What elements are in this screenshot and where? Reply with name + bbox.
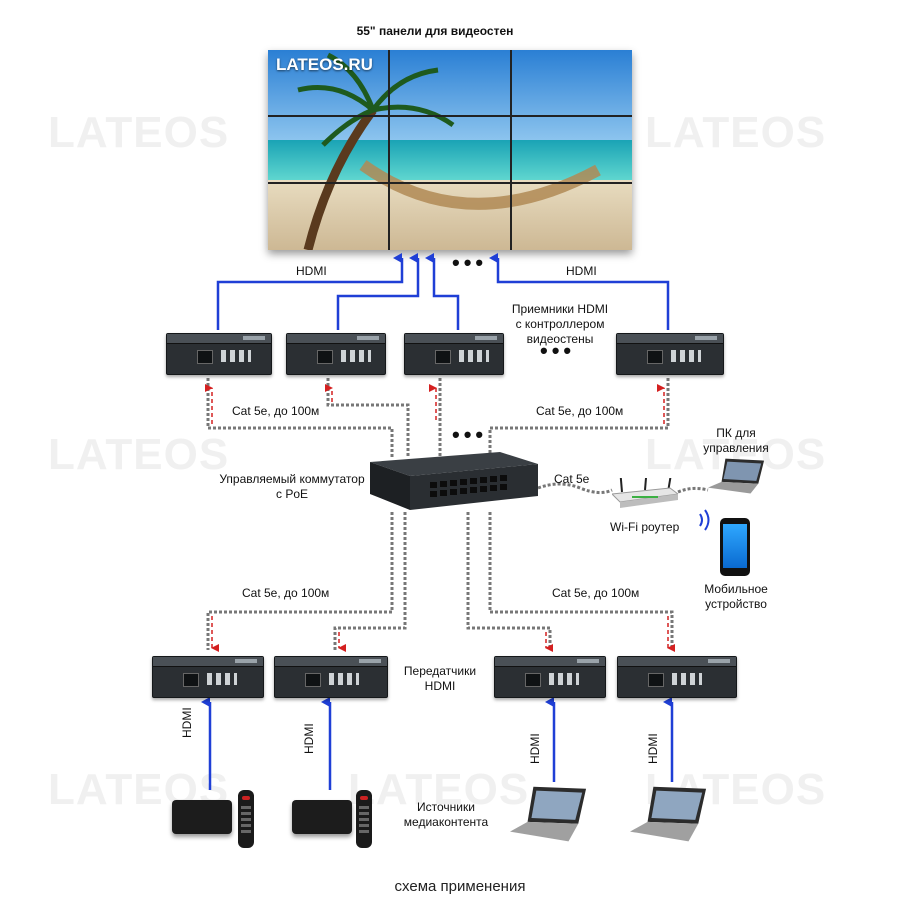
diagram-title: 55" панели для видеостен [356,24,514,38]
transmitters-label-line: HDMI [424,679,456,693]
remote-control [238,790,254,848]
pc-label-line: ПК для [716,426,756,440]
wall-logo: LATEOS.RU [276,55,373,74]
hdmi-transmitter [494,656,606,698]
watermark: LATEOS [48,430,230,479]
cable-label: Cat 5e [554,472,590,486]
switch-label-line: Управляемый коммутатор [219,472,365,486]
hdmi-receiver [616,333,724,375]
hdmi-transmitter [152,656,264,698]
transmitters-label: Передатчики HDMI [392,664,488,694]
hdmi-vertical-label: HDMI [646,733,660,764]
hdmi-label: HDMI [296,264,327,278]
control-pc-laptop [708,458,765,494]
more-dots: ••• [452,250,488,275]
receivers-label-line: Приемники HDMI [511,302,609,316]
media-box [172,800,232,834]
mobile-phone [720,518,750,576]
hdmi-transmitter [617,656,737,698]
hdmi-receiver [404,333,504,375]
remote-control [356,790,372,848]
hdmi-label: HDMI [566,264,597,278]
source-laptop [630,786,707,842]
watermark: LATEOS [348,765,530,814]
wall-palm [268,50,632,250]
sources-label: Источники медиаконтента [396,800,496,830]
sources-label-line: медиаконтента [403,815,489,829]
hdmi-transmitter [274,656,388,698]
watermark: LATEOS [48,108,230,157]
source-laptop [510,786,587,842]
hdmi-receiver [286,333,386,375]
wall-sea [268,140,632,180]
watermark: LATEOS [645,108,827,157]
receivers-label: Приемники HDMI с контроллером видеостены [498,302,622,347]
wifi-router [612,478,678,508]
switch-label-line: с PoE [275,487,308,501]
switch-label: Управляемый коммутатор с PoE [212,472,372,502]
pc-label: ПК для управления [696,426,776,456]
hdmi-vertical-label: HDMI [302,723,316,754]
cable-label: Cat 5e, до 100м [232,404,320,418]
hdmi-receiver [166,333,272,375]
transmitters-label-line: Передатчики [403,664,477,678]
hdmi-vertical-label: HDMI [528,733,542,764]
pc-label-line: управления [703,441,769,455]
receivers-label-line: видеостены [526,332,594,346]
router-label: Wi-Fi роутер [610,520,680,534]
more-dots: ••• [540,338,576,363]
more-dots: ••• [452,422,488,447]
mobile-label-line: устройство [705,597,767,611]
mobile-label: Мобильное устройство [694,582,778,612]
mobile-label-line: Мобильное [704,582,768,596]
cable-label: Cat 5e, до 100м [552,586,640,600]
receivers-label-line: с контроллером [515,317,605,331]
cable-label: Cat 5e, до 100м [536,404,624,418]
media-box [292,800,352,834]
sources-label-line: Источники [417,800,475,814]
hdmi-vertical-label: HDMI [180,707,194,738]
diagram-caption: схема применения [394,878,526,895]
video-wall: LATEOS.RU [268,50,632,250]
poe-switch [370,452,538,510]
cable-label: Cat 5e, до 100м [242,586,330,600]
